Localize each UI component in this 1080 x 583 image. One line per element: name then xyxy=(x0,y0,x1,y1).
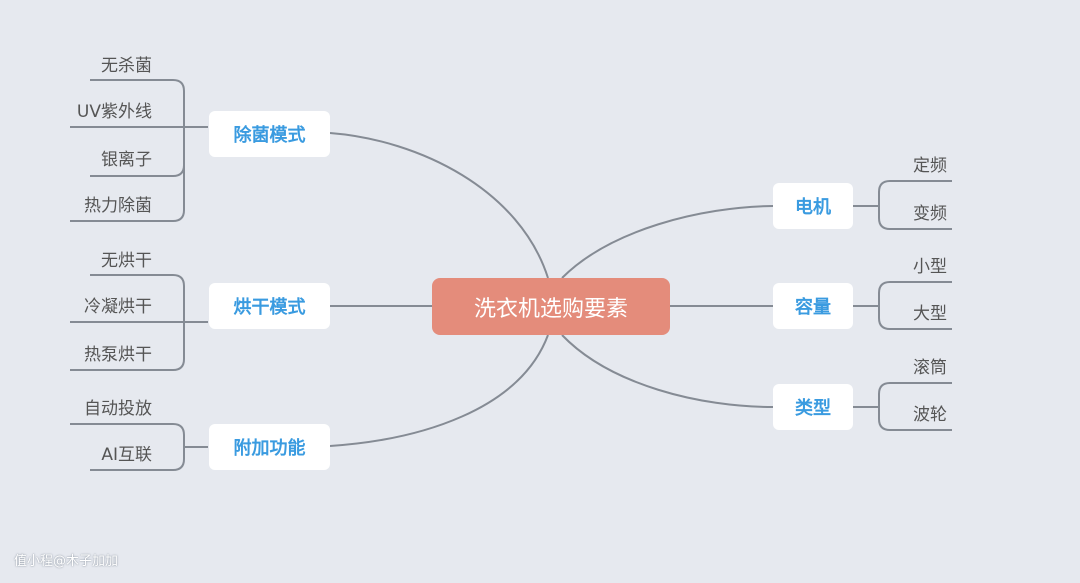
leaf-drum[interactable]: 滚筒 xyxy=(913,358,947,378)
connector-central-type xyxy=(561,334,774,408)
watermark: 值小程@木子加加 xyxy=(14,554,119,569)
leaf-auto-dispense[interactable]: 自动投放 xyxy=(84,399,152,419)
leaf-heat-sterilize[interactable]: 热力除菌 xyxy=(84,196,152,216)
leaf-small[interactable]: 小型 xyxy=(913,257,947,277)
leaf-condense-dry[interactable]: 冷凝烘干 xyxy=(84,297,152,317)
bracket-sterilize xyxy=(70,79,208,222)
bracket-extra xyxy=(70,423,208,471)
leaf-no-sterilize[interactable]: 无杀菌 xyxy=(101,56,152,76)
branch-dry-mode[interactable]: 烘干模式 xyxy=(209,283,330,329)
branch-sterilize-mode[interactable]: 除菌模式 xyxy=(209,111,330,157)
central-topic[interactable]: 洗衣机选购要素 xyxy=(432,278,670,335)
branch-capacity[interactable]: 容量 xyxy=(773,283,853,329)
leaf-fixed-frequency[interactable]: 定频 xyxy=(913,156,947,176)
branch-motor[interactable]: 电机 xyxy=(773,183,853,229)
connector-central-motor xyxy=(561,205,774,279)
connector-central-sterilize xyxy=(329,132,549,279)
leaf-no-dry[interactable]: 无烘干 xyxy=(101,251,152,271)
leaf-heat-pump-dry[interactable]: 热泵烘干 xyxy=(84,345,152,365)
bracket-type xyxy=(853,382,952,431)
leaf-variable-frequency[interactable]: 变频 xyxy=(913,204,947,224)
leaf-uv[interactable]: UV紫外线 xyxy=(76,102,152,122)
leaf-large[interactable]: 大型 xyxy=(913,304,947,324)
bracket-dry xyxy=(70,274,208,371)
connector-central-extra xyxy=(329,334,549,447)
bracket-capacity xyxy=(853,281,952,330)
leaf-silver-ion[interactable]: 银离子 xyxy=(101,150,152,170)
branch-type[interactable]: 类型 xyxy=(773,384,853,430)
leaf-impeller[interactable]: 波轮 xyxy=(913,405,947,425)
branch-extra-features[interactable]: 附加功能 xyxy=(209,424,330,470)
leaf-ai-connect[interactable]: AI互联 xyxy=(101,445,152,465)
bracket-motor xyxy=(853,180,952,230)
